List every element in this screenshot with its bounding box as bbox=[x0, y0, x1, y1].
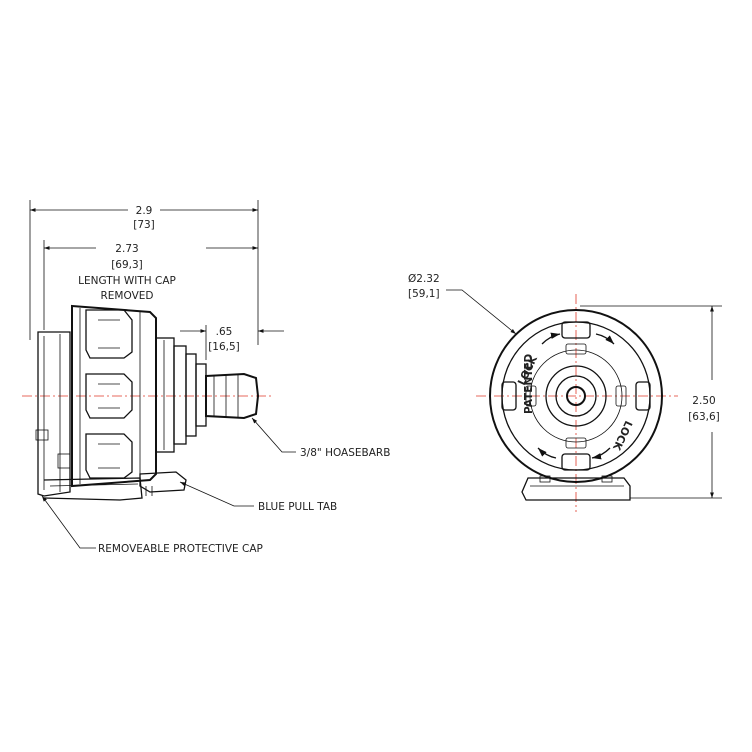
overall-length-dimension: 2.9 [73] bbox=[29, 200, 259, 345]
bore-mid bbox=[555, 375, 597, 417]
length-without-cap-note-1: LENGTH WITH CAP bbox=[78, 275, 176, 287]
height-metric: [63,6] bbox=[688, 411, 720, 423]
cap-callout: REMOVEABLE PROTECTIVE CAP bbox=[98, 543, 263, 555]
overall-length-metric: [73] bbox=[133, 219, 155, 231]
connector-body bbox=[71, 304, 157, 488]
diameter-value: Ø2.32 bbox=[408, 273, 440, 285]
length-without-cap-note-2: REMOVED bbox=[101, 290, 154, 302]
lock-marking-right: LOCK bbox=[610, 419, 634, 453]
overall-length-value: 2.9 bbox=[136, 205, 153, 217]
cap-leader bbox=[41, 495, 96, 549]
barb-length-dimension: .65 [16,5] bbox=[180, 325, 284, 360]
connector-neck bbox=[155, 337, 207, 453]
pull-tab-callout: BLUE PULL TAB bbox=[258, 501, 337, 513]
patented-marking: PATENTED bbox=[523, 353, 535, 414]
hose-barb bbox=[205, 372, 260, 420]
length-without-cap-dimension: 2.73 [69,3] LENGTH WITH CAP REMOVED bbox=[43, 240, 258, 330]
latch-windows bbox=[501, 321, 651, 471]
inner-collar-ring bbox=[529, 349, 623, 443]
pull-tab bbox=[139, 471, 187, 496]
length-without-cap-metric: [69,3] bbox=[111, 259, 143, 271]
bottom-pull-tab bbox=[521, 475, 631, 501]
height-value: 2.50 bbox=[692, 395, 715, 407]
outer-ring bbox=[489, 309, 663, 483]
hose-barb-callout: 3/8" HOASEBARB bbox=[300, 447, 390, 459]
rotation-arrow-icons bbox=[537, 332, 615, 460]
bore-outer bbox=[545, 365, 607, 427]
pull-tab-leader bbox=[179, 481, 254, 507]
hose-barb-leader bbox=[251, 417, 296, 453]
side-view: 2.9 [73] 2.73 [69,3] LENGTH WITH CAP REM… bbox=[22, 200, 390, 555]
height-dimension: 2.50 [63,6] bbox=[580, 305, 722, 499]
barb-length-value: .65 bbox=[216, 326, 233, 338]
bore-inner bbox=[566, 386, 586, 406]
diameter-leader bbox=[446, 289, 517, 335]
diameter-metric: [59,1] bbox=[408, 288, 440, 300]
barb-length-metric: [16,5] bbox=[208, 341, 240, 353]
end-view: Ø2.32 [59,1] 2.50 [63,6] bbox=[408, 273, 722, 512]
length-without-cap-value: 2.73 bbox=[115, 243, 138, 255]
